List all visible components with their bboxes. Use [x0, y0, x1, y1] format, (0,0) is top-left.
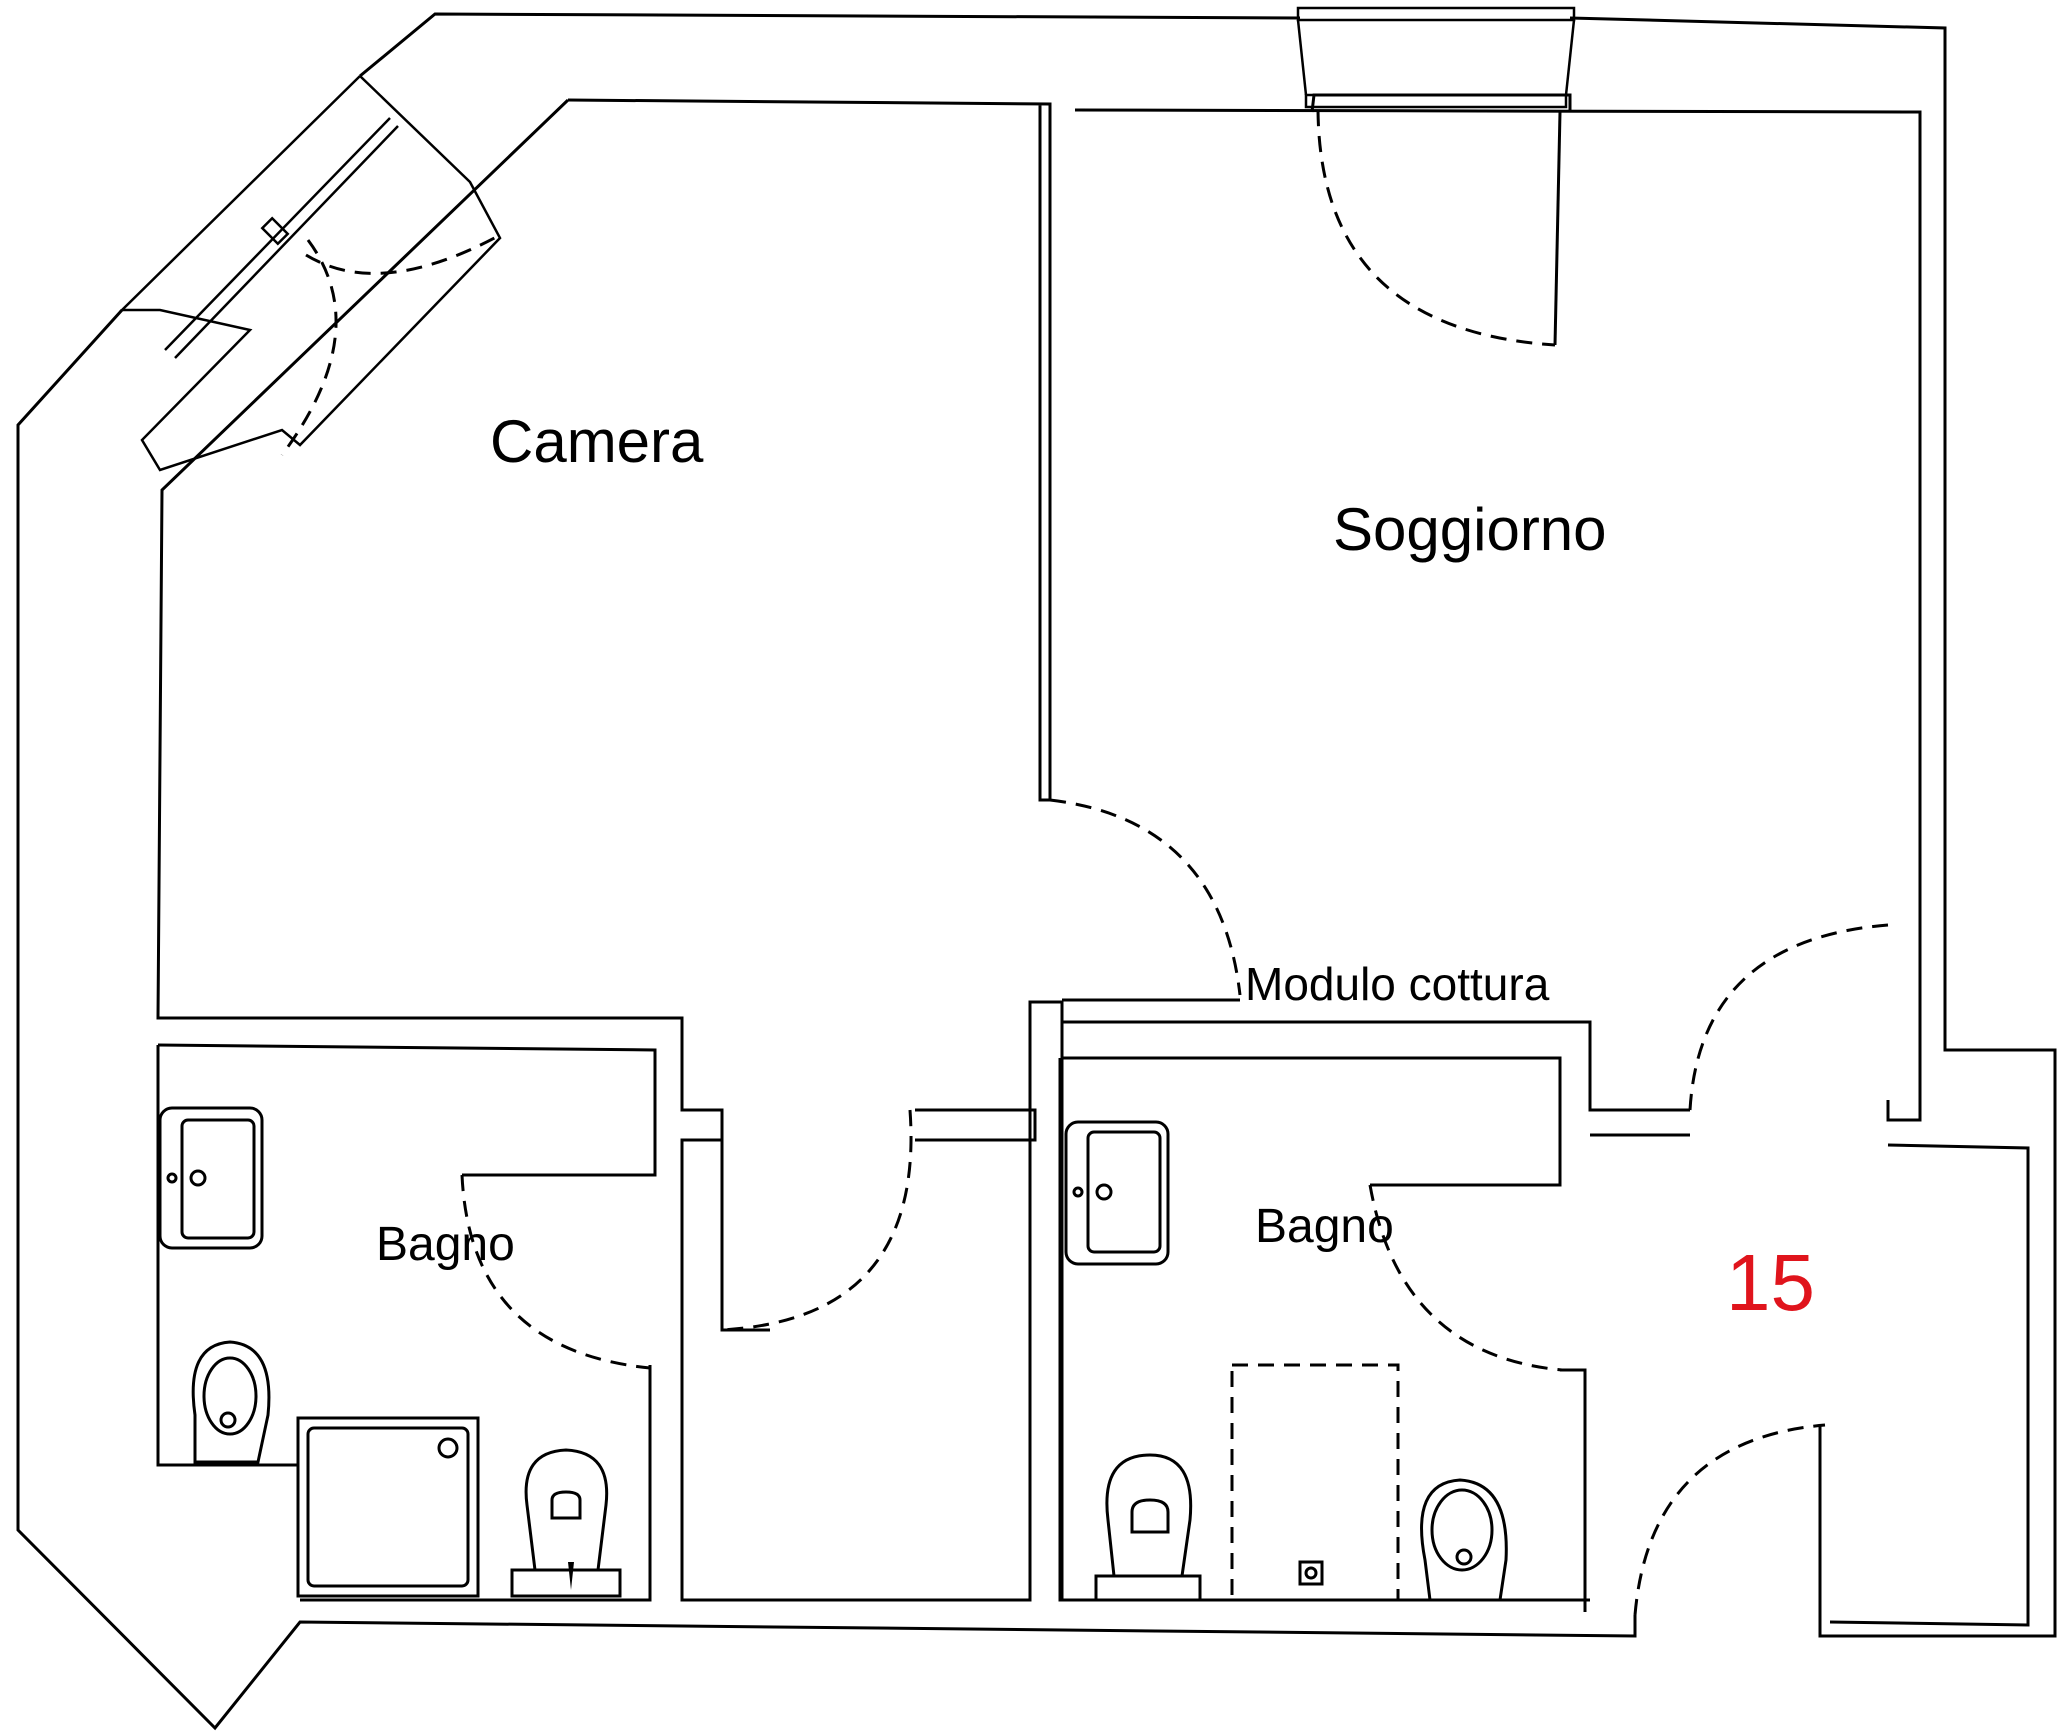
sink-icon: [158, 1106, 264, 1250]
door-swing-kitchen: [1049, 798, 1242, 996]
room-label-camera: Camera: [490, 408, 704, 475]
bidet-icon: [1420, 1478, 1508, 1602]
door-swings: [280, 109, 1889, 1616]
toilet-icon: [510, 1448, 622, 1598]
room-label-modulo-cottura: Modulo cottura: [1245, 958, 1550, 1010]
bidet-icon: [191, 1340, 271, 1464]
door-swing-soggiorno-window: [1316, 109, 1556, 347]
door-swing-balcony-b: [305, 233, 501, 275]
toilet-icon: [1094, 1453, 1202, 1602]
door-swing-bagno-right: [1368, 1184, 1563, 1372]
room-label-bagno-right: Bagno: [1255, 1200, 1394, 1253]
door-swing-camera: [719, 1109, 913, 1332]
door-swing-ingresso-bottom: [1633, 1423, 1826, 1616]
room-label-soggiorno: Soggiorno: [1333, 496, 1607, 563]
sink-icon: [1064, 1120, 1170, 1266]
room-label-bagno-left: Bagno: [376, 1218, 515, 1271]
door-swing-ingresso-top: [1688, 923, 1889, 1111]
shower-tray-icon: [296, 1416, 480, 1598]
door-swing-balcony-a: [280, 239, 338, 456]
boiler-dashed-icon: [1230, 1363, 1400, 1602]
unit-number: 15: [1726, 1238, 1815, 1327]
door-swing-bagno-left: [460, 1174, 651, 1370]
interior-walls: [156, 998, 2030, 1627]
